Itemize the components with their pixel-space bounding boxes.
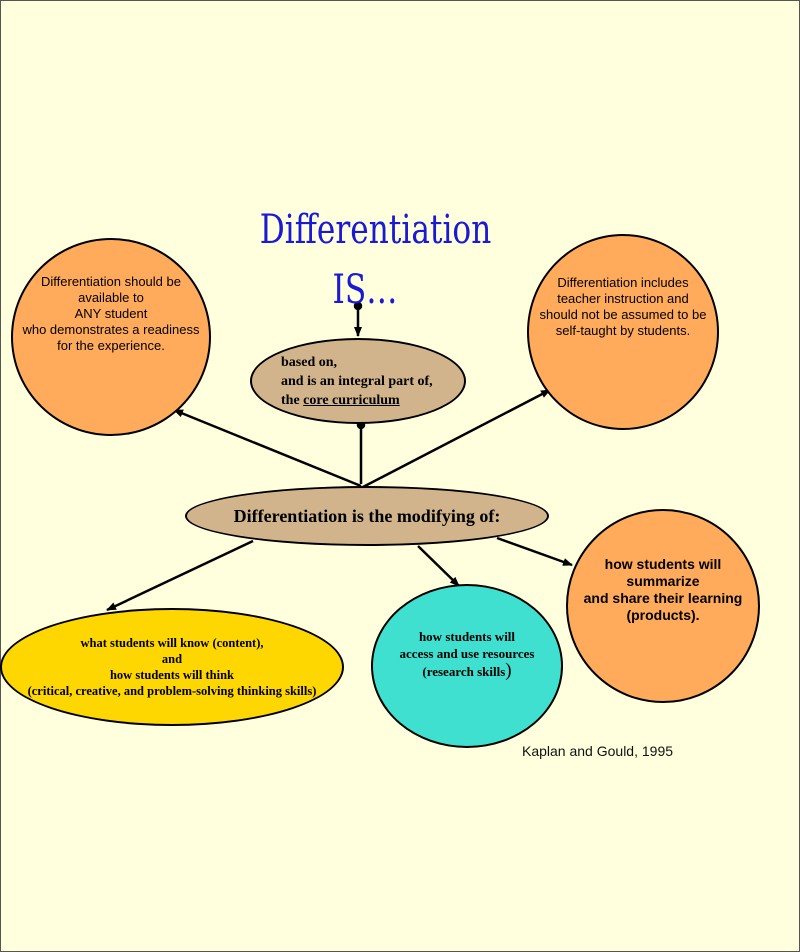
node-core-curriculum: based on, and is an integral part of, th… — [250, 338, 466, 424]
node-modifying-of: Differentiation is the modifying of: — [185, 486, 549, 546]
node-research-skills: how students will access and use resourc… — [371, 584, 563, 748]
node-content-thinking: what students will know (content), and h… — [0, 608, 344, 726]
core-curriculum-link-text: core curriculum — [303, 392, 400, 408]
diagram-title: Differentiation IS… — [259, 200, 492, 320]
title-line-1: Differentiation — [259, 207, 492, 253]
node-readiness: Differentiation should be available to A… — [11, 238, 211, 436]
node-products: how students will summarize and share th… — [566, 509, 760, 703]
title-line-2: IS… — [332, 267, 398, 313]
arrow-center-to-content — [106, 539, 254, 612]
citation: Kaplan and Gould, 1995 — [522, 743, 674, 759]
arrow-center-to-research — [417, 545, 460, 587]
arrow-center-to-products — [496, 536, 573, 567]
arrow-center-to-top-right — [362, 388, 551, 489]
node-instruction: Differentiation includes teacher instruc… — [527, 234, 719, 430]
arrow-center-to-top-left — [173, 408, 362, 488]
